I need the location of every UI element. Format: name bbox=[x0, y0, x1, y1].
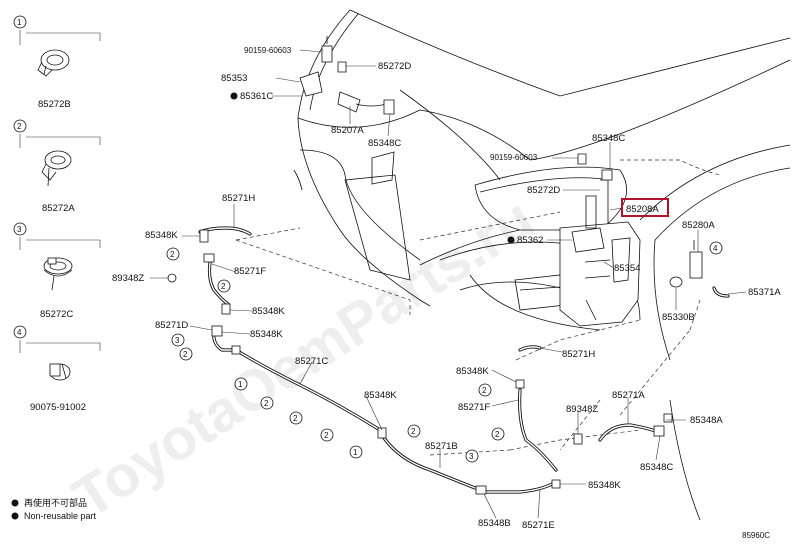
callout-2e[interactable]: 2 bbox=[289, 411, 303, 425]
legend: 再使用不可部品 Non-reusable part bbox=[11, 497, 97, 521]
label-85348C-bottom[interactable]: 85348C bbox=[640, 462, 673, 473]
part-labels: 90159-60603 85272D 85353 85361C 85207A 8… bbox=[112, 46, 781, 531]
svg-text:2: 2 bbox=[183, 350, 188, 359]
label-85348B[interactable]: 85348B bbox=[478, 518, 511, 529]
part-label-90075-91002[interactable]: 90075-91002 bbox=[30, 402, 86, 413]
panel-item-3: 3 85272C bbox=[13, 222, 101, 320]
callout-2f[interactable]: 2 bbox=[320, 428, 334, 442]
washer-pump-85280A bbox=[669, 240, 703, 288]
part-label-85272B[interactable]: 85272B bbox=[38, 99, 71, 110]
label-85348K-3[interactable]: 85348K bbox=[250, 329, 283, 340]
callout-3a[interactable]: 3 bbox=[171, 333, 185, 347]
panel-item-2: 2 85272A bbox=[13, 119, 101, 214]
clamp-85272A-icon bbox=[41, 150, 72, 187]
callout-2d[interactable]: 2 bbox=[260, 396, 274, 410]
svg-text:1: 1 bbox=[17, 18, 22, 27]
label-85353[interactable]: 85353 bbox=[221, 73, 247, 84]
svg-text:2: 2 bbox=[482, 386, 487, 395]
label-85271D[interactable]: 85271D bbox=[155, 320, 188, 331]
label-85280A[interactable]: 85280A bbox=[682, 220, 715, 231]
svg-text:2: 2 bbox=[170, 250, 175, 259]
label-85371A[interactable]: 85371A bbox=[748, 287, 781, 298]
leader-lines bbox=[150, 49, 747, 519]
part-label-85272A[interactable]: 85272A bbox=[42, 203, 75, 214]
label-85271F-right[interactable]: 85271F bbox=[458, 402, 490, 413]
svg-text:2: 2 bbox=[221, 282, 226, 291]
hoses bbox=[198, 226, 730, 494]
label-85362[interactable]: 85362 bbox=[517, 235, 543, 246]
clamp-85272C-icon bbox=[43, 257, 73, 291]
callout-2g[interactable]: 2 bbox=[407, 424, 421, 438]
figure-code: 85960C bbox=[742, 531, 770, 540]
callout-2h[interactable]: 2 bbox=[478, 383, 492, 397]
label-85271H-bottom[interactable]: 85271H bbox=[562, 349, 595, 360]
label-85271B[interactable]: 85271B bbox=[425, 441, 458, 452]
label-85348K-5[interactable]: 85348K bbox=[456, 366, 489, 377]
callout-3b[interactable]: 3 bbox=[465, 449, 479, 463]
label-85271A[interactable]: 85271A bbox=[612, 390, 645, 401]
label-90159-60603-top[interactable]: 90159-60603 bbox=[244, 46, 292, 55]
label-85348C-hood[interactable]: 85348C bbox=[368, 138, 401, 149]
label-85271H-top[interactable]: 85271H bbox=[222, 193, 255, 204]
callout-circles: 2 2 3 2 1 2 2 2 1 2 3 2 2 4 bbox=[166, 241, 723, 463]
clamp-90075-icon bbox=[49, 363, 71, 381]
svg-text:2: 2 bbox=[411, 427, 416, 436]
label-85348K-4[interactable]: 85348K bbox=[364, 390, 397, 401]
svg-text:2: 2 bbox=[293, 414, 298, 423]
label-85208A[interactable]: 85208A bbox=[626, 204, 659, 215]
non-reusable-icon bbox=[507, 236, 515, 244]
svg-text:3: 3 bbox=[175, 336, 180, 345]
label-85271F-left[interactable]: 85271F bbox=[234, 266, 266, 277]
label-85348K-1[interactable]: 85348K bbox=[145, 230, 178, 241]
svg-text:3: 3 bbox=[469, 452, 474, 461]
label-85348C-right[interactable]: 85348C bbox=[592, 133, 625, 144]
svg-text:2: 2 bbox=[495, 430, 500, 439]
callout-1a[interactable]: 1 bbox=[234, 377, 248, 391]
svg-text:2: 2 bbox=[264, 399, 269, 408]
non-reusable-icon bbox=[230, 92, 238, 100]
svg-text:1: 1 bbox=[353, 448, 358, 457]
svg-text:3: 3 bbox=[17, 225, 22, 234]
label-85348A[interactable]: 85348A bbox=[690, 415, 723, 426]
label-85271C[interactable]: 85271C bbox=[295, 356, 328, 367]
clamp-85272B-icon bbox=[37, 49, 70, 77]
label-90159-60603-mid[interactable]: 90159-60603 bbox=[490, 153, 538, 162]
label-89348Z-right[interactable]: 89348Z bbox=[566, 404, 598, 415]
washer-tank-85354 bbox=[559, 179, 641, 327]
legend-non-reusable-icon-2 bbox=[11, 512, 19, 520]
legend-line-en: Non-reusable part bbox=[24, 511, 97, 521]
label-85330B[interactable]: 85330B bbox=[662, 312, 695, 323]
label-85272D-top[interactable]: 85272D bbox=[378, 61, 411, 72]
label-85361C[interactable]: 85361C bbox=[240, 91, 273, 102]
panel-item-4: 4 90075-91002 bbox=[13, 325, 101, 413]
label-89348Z-left[interactable]: 89348Z bbox=[112, 273, 144, 284]
svg-text:4: 4 bbox=[17, 328, 22, 337]
legend-non-reusable-icon bbox=[11, 499, 19, 507]
svg-text:1: 1 bbox=[238, 380, 243, 389]
label-85348K-2[interactable]: 85348K bbox=[252, 306, 285, 317]
part-label-85272C[interactable]: 85272C bbox=[40, 309, 73, 320]
callout-4[interactable]: 4 bbox=[709, 241, 723, 255]
legend-line-jp: 再使用不可部品 bbox=[24, 497, 87, 508]
svg-text:2: 2 bbox=[17, 122, 22, 131]
callout-2i[interactable]: 2 bbox=[491, 427, 505, 441]
label-85207A[interactable]: 85207A bbox=[331, 125, 364, 136]
highlight-box-85208A bbox=[621, 198, 669, 217]
callout-1b[interactable]: 1 bbox=[349, 445, 363, 459]
label-85271E[interactable]: 85271E bbox=[522, 520, 555, 531]
svg-text:2: 2 bbox=[324, 431, 329, 440]
left-panel: 1 85272B 2 85272A bbox=[13, 15, 101, 413]
callout-2b[interactable]: 2 bbox=[217, 279, 231, 293]
label-85354[interactable]: 85354 bbox=[614, 263, 640, 274]
label-85272D-mid[interactable]: 85272D bbox=[527, 185, 560, 196]
panel-item-1: 1 85272B bbox=[13, 15, 101, 110]
callout-2a[interactable]: 2 bbox=[166, 247, 180, 261]
label-85348K-6[interactable]: 85348K bbox=[588, 480, 621, 491]
hood-nozzle-parts bbox=[299, 36, 613, 181]
svg-text:4: 4 bbox=[713, 244, 718, 253]
callout-2c[interactable]: 2 bbox=[179, 347, 193, 361]
